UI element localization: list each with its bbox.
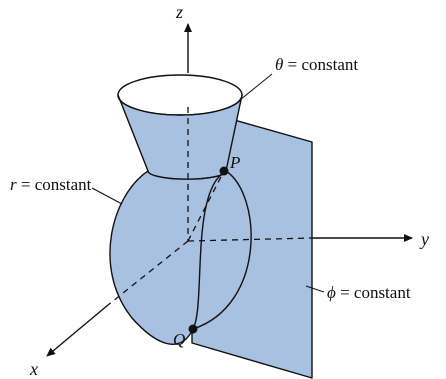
theta-constant-cone-inner (118, 75, 242, 115)
r-leader-line (91, 187, 123, 205)
x-axis (46, 304, 109, 357)
y-axis-label: y (419, 229, 429, 249)
point-p-label: P (229, 153, 240, 172)
point-q-label: Q (173, 330, 185, 349)
theta-constant-label: θ = constant (275, 55, 358, 74)
sphere-plane-intersection-curve (192, 170, 252, 330)
z-axis-label: z (175, 2, 183, 22)
cone-rim (117, 74, 243, 116)
y-axis-hidden-segment (187, 237, 313, 242)
phi-leader-line (305, 285, 325, 293)
x-axis-label: x (29, 359, 38, 379)
phi-constant-label: ϕ = constant (327, 283, 411, 302)
point-q-marker (188, 324, 198, 334)
point-p-marker (219, 166, 229, 176)
p-radius-hidden-segment (187, 170, 225, 242)
theta-leader-line (239, 73, 273, 101)
r-constant-label: r = constant (10, 175, 92, 194)
